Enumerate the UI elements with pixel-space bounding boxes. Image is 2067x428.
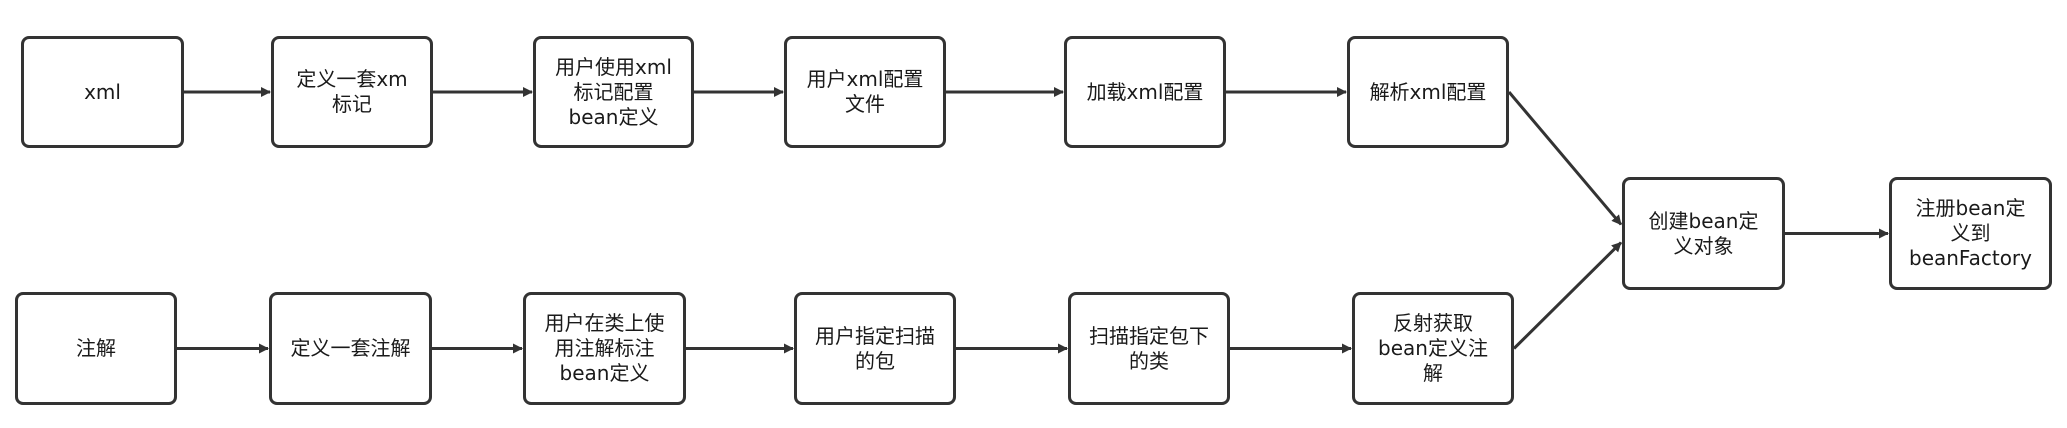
- node-define-xml-tags: 定义一套xm 标记: [271, 36, 433, 148]
- node-user-xml-config: 用户使用xml 标记配置 bean定义: [533, 36, 694, 148]
- node-user-scan-package: 用户指定扫描 的包: [794, 292, 956, 405]
- edge-reflect-annotation-to-create-bean-def: [1512, 241, 1623, 350]
- node-user-annotate-class: 用户在类上使 用注解标注 bean定义: [523, 292, 686, 405]
- node-label-load-xml: 加载xml配置: [1086, 79, 1204, 104]
- node-register-bean-def: 注册bean定 义到 beanFactory: [1889, 177, 2052, 290]
- node-label-parse-xml: 解析xml配置: [1369, 79, 1487, 104]
- node-label-create-bean-def: 创建bean定 义对象: [1648, 208, 1759, 258]
- node-label-annotation: 注解: [76, 336, 116, 360]
- node-define-annotations: 定义一套注解: [269, 292, 432, 405]
- edge-parse-xml-to-create-bean-def: [1507, 91, 1623, 226]
- node-label-user-scan-package: 用户指定扫描 的包: [815, 323, 935, 373]
- node-create-bean-def: 创建bean定 义对象: [1622, 177, 1785, 290]
- node-label-user-xml-config: 用户使用xml 标记配置 bean定义: [555, 54, 672, 129]
- node-scan-classes: 扫描指定包下 的类: [1068, 292, 1230, 405]
- node-label-xml: xml: [84, 79, 121, 104]
- node-label-scan-classes: 扫描指定包下 的类: [1089, 323, 1209, 373]
- node-label-user-xml-file: 用户xml配置 文件: [806, 67, 924, 116]
- node-label-user-annotate-class: 用户在类上使 用注解标注 bean定义: [544, 311, 665, 385]
- node-reflect-annotation: 反射获取 bean定义注 解: [1352, 292, 1514, 405]
- node-annotation: 注解: [15, 292, 177, 405]
- node-label-reflect-annotation: 反射获取 bean定义注 解: [1378, 311, 1488, 385]
- node-user-xml-file: 用户xml配置 文件: [784, 36, 946, 148]
- node-parse-xml: 解析xml配置: [1347, 36, 1509, 148]
- node-label-define-xml-tags: 定义一套xm 标记: [296, 67, 408, 116]
- node-label-register-bean-def: 注册bean定 义到 beanFactory: [1909, 196, 2032, 270]
- node-xml: xml: [21, 36, 184, 148]
- node-label-define-annotations: 定义一套注解: [290, 336, 411, 360]
- node-load-xml: 加载xml配置: [1064, 36, 1226, 148]
